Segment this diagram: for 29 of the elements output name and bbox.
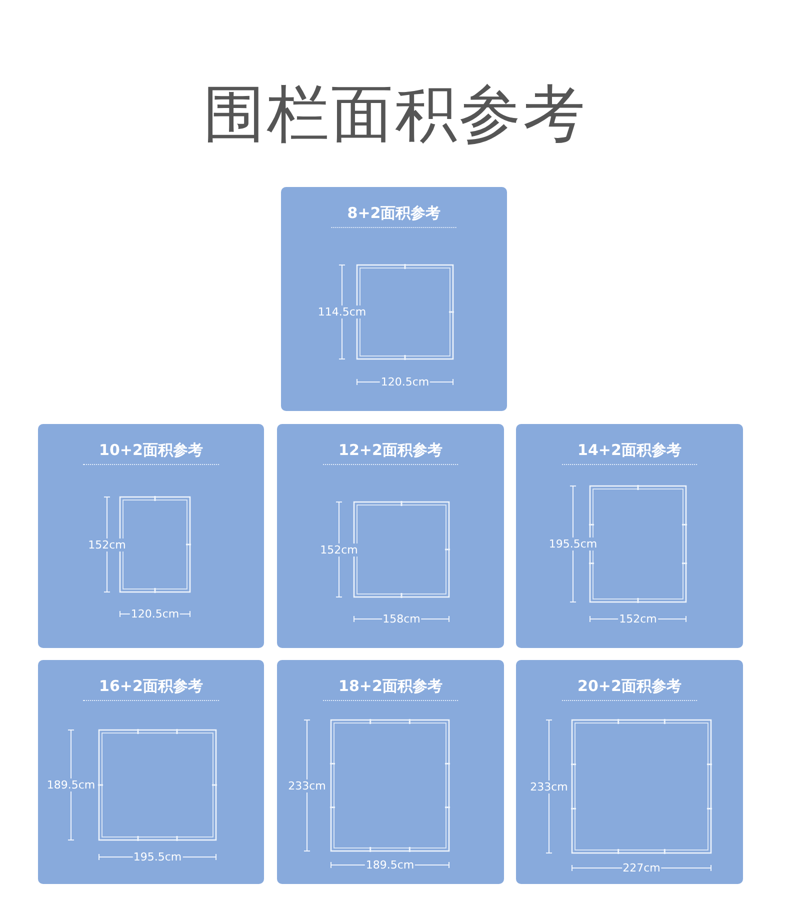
dimension-label: 152cm [319, 543, 359, 556]
dimension-label: 227cm [622, 862, 662, 874]
panel-card [277, 660, 504, 884]
panel-heading: 8+2面积参考 [331, 204, 457, 228]
panel-heading: 14+2面积参考 [562, 441, 698, 465]
panel-heading: 16+2面积参考 [83, 677, 219, 701]
panel-heading: 20+2面积参考 [562, 677, 698, 701]
dimension-label: 233cm [287, 779, 327, 792]
dimension-label: 152cm [87, 538, 127, 551]
dimension-label: 195.5cm [548, 538, 598, 550]
panel-card [277, 424, 504, 648]
dimension-label: 189.5cm [364, 858, 416, 872]
dimension-label: 189.5cm [46, 778, 96, 792]
panel-card [516, 660, 743, 884]
dimension-label: 120.5cm [380, 376, 430, 388]
panel-heading: 10+2面积参考 [83, 441, 219, 465]
dimension-label: 114.5cm [316, 306, 368, 318]
panel-card [516, 424, 743, 648]
panel-card [38, 660, 264, 884]
dimension-label: 158cm [382, 612, 422, 626]
panel-card [38, 424, 264, 648]
panel-heading: 18+2面积参考 [322, 677, 458, 701]
dimension-label: 233cm [529, 780, 569, 793]
dimension-label: 195.5cm [132, 850, 183, 864]
panel-heading: 12+2面积参考 [322, 441, 458, 465]
dimension-label: 152cm [618, 612, 658, 626]
title: 围栏面积参考 [202, 76, 588, 152]
dimension-label: 120.5cm [130, 608, 180, 620]
panel-card [281, 187, 507, 411]
